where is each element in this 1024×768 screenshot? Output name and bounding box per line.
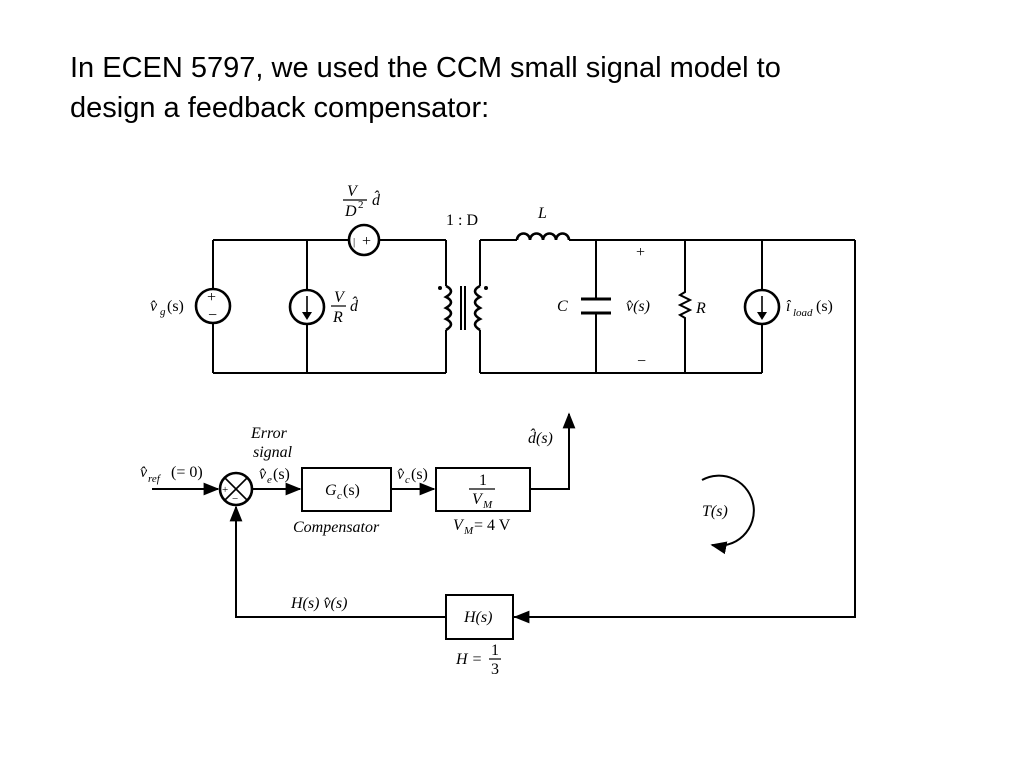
vg-label-sub: g [160,306,166,318]
compensator-sub: c [337,490,342,502]
power-stage-circuit: | + V D 2 d̂ + − v̂ g (s) V R d̂ [150,183,856,618]
vout-minus: − [637,353,646,370]
ve-arg: (s) [273,466,290,483]
input-voltage-source: + − v̂ g (s) [150,287,232,325]
control-loop: v̂ ref (= 0) + − Error signal v̂ e (s) G… [140,412,755,678]
modulator-caption-sub: M [463,525,474,537]
dep-source-var: d̂ [372,190,381,209]
current-source-var: d̂ [350,296,359,315]
dep-source-plus: + [362,233,371,250]
summer-minus: − [232,493,238,505]
dep-source-coef-den: D [344,203,357,220]
inductor-label: L [537,205,547,222]
sensor-block: H(s) H = 1 3 [445,594,560,678]
vc-sub: c [405,474,410,486]
vg-label-arg: (s) [167,298,184,315]
error-signal-line1: Error [250,425,288,442]
secondary-winding [473,284,483,332]
duty-cycle-label: d̂(s) [528,428,553,447]
capacitor: C [557,240,611,373]
modulator-den-sub: M [482,499,493,511]
output-voltage-label: + v̂(s) − [626,244,650,370]
iload-sub: load [793,307,813,319]
vg-plus: + [207,289,216,306]
vref-main: v̂ [140,464,148,481]
dep-source-coef-num: V [347,183,359,200]
load-resistor: R [677,240,706,373]
primary-dot [438,286,442,290]
modulator-caption-main: V [453,517,465,534]
duty-cycle-arrow [530,412,576,490]
compensator-arg: (s) [343,482,360,499]
primary-winding [443,284,453,332]
capacitor-label: C [557,298,568,315]
summing-junction: + − [218,471,254,507]
current-source-coef-den: R [332,309,343,326]
ve-main: v̂ [259,466,267,483]
resistor-label: R [695,300,706,317]
vg-minus: − [208,307,217,324]
title-line-1: In ECEN 5797, we used the CCM small sign… [70,52,781,84]
secondary-dot [484,286,488,290]
feedback-signal-label: H(s) v̂(s) [290,595,347,612]
modulator-den-main: V [472,491,484,508]
iload-arg: (s) [816,298,833,315]
sensor-frac-den: 3 [491,661,499,678]
dependent-current-source: V R d̂ [288,288,359,326]
vc-arg: (s) [411,466,428,483]
dependent-voltage-source: | + V D 2 d̂ [343,183,381,257]
ve-sub: e [267,474,272,486]
current-source-coef-num: V [334,289,346,306]
pwm-modulator-block: 1 V M V M = 4 V [435,467,531,537]
ideal-transformer: 1 : D [438,212,488,332]
vout-plus: + [636,244,645,261]
compensator-main: G [325,482,337,499]
dep-source-den-sup: 2 [358,199,364,211]
output-sense-wire [514,240,856,618]
loop-gain-indicator: T(s) [701,474,755,555]
compensator-block: G c (s) Compensator [293,467,392,536]
load-current-source: î load (s) [743,240,833,373]
modulator-caption-value: = 4 V [474,517,511,534]
vref-sub: ref [148,473,162,485]
transformer-ratio: 1 : D [446,212,478,229]
sensor-label: H(s) [463,609,492,626]
vg-label-main: v̂ [150,298,158,315]
modulator-num: 1 [479,472,487,489]
iload-main: î [786,298,792,315]
vref-note: (= 0) [171,464,203,481]
sensor-frac-num: 1 [491,642,499,659]
vout-label: v̂(s) [626,298,650,315]
inductor: L [515,205,571,241]
summer-plus: + [222,484,228,496]
loop-gain-label: T(s) [702,503,728,520]
sensor-caption-lhs: H = [455,651,482,668]
feedback-arrow [229,505,446,618]
error-signal-line2: signal [253,444,293,461]
title-line-2: design a feedback compensator: [70,92,490,124]
slide-title: In ECEN 5797, we used the CCM small sign… [70,48,970,128]
dep-source-minus: | [353,236,355,248]
vc-main: v̂ [397,466,405,483]
compensator-caption: Compensator [293,519,380,536]
